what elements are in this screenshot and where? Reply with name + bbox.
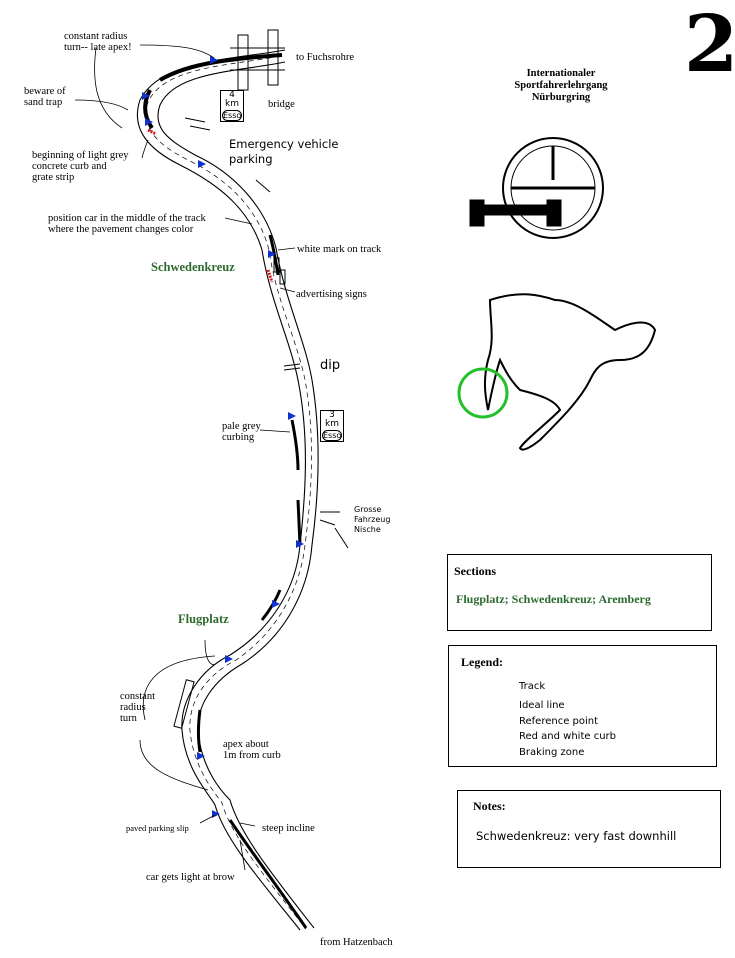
dip-marker (283, 363, 301, 371)
paved-parking-ladder (173, 679, 195, 729)
reference-point (212, 810, 220, 818)
legend-item-curb: Red and white curb (519, 731, 617, 742)
label-to-fuchsrohre: to Fuchsrohre (296, 52, 355, 63)
label-paved-parking: paved parking slip (126, 823, 189, 833)
red-white-curb (266, 269, 274, 283)
label-advertising: advertising signs (296, 289, 367, 300)
track-inner-edge (157, 61, 319, 929)
legend-heading: Legend: (461, 655, 503, 669)
label-text: 1m from curb (223, 750, 281, 761)
notes-box: Notes: Schwedenkreuz: very fast downhill (457, 790, 721, 868)
red-white-curb (147, 128, 157, 136)
label-white-mark: white mark on track (297, 244, 382, 255)
sections-box: Sections Flugplatz; Schwedenkreuz; Aremb… (447, 554, 712, 631)
label-text: grate strip (32, 172, 75, 183)
header-title: Internationaler Sportfahrerlehrgang Nürb… (486, 68, 636, 104)
header-line-3: Nürburgring (531, 92, 591, 103)
label-schwedenkreuz: Schwedenkreuz (151, 260, 235, 274)
km-unit: km (325, 419, 339, 429)
notes-text: Schwedenkreuz: very fast downhill (476, 829, 677, 843)
reference-point (142, 92, 150, 100)
curb-top-left (143, 89, 154, 130)
legend-item-ideal-line: Ideal line (519, 700, 565, 711)
notes-heading: Notes: (473, 799, 506, 813)
track-outer-edge (136, 49, 306, 931)
km-unit: km (225, 99, 239, 109)
label-pale-grey: pale grey curbing (222, 421, 261, 443)
km-sign-3: 3 km Esso (320, 410, 344, 442)
reference-point (145, 118, 153, 126)
label-apex: apex about 1m from curb (223, 739, 281, 761)
label-text: beware of (24, 86, 66, 97)
label-text: pale grey (222, 421, 261, 432)
label-text: apex about (223, 739, 269, 750)
emergency-parking-icon (184, 117, 271, 193)
grosse-nische-icon (319, 511, 349, 549)
km-number: 4 (229, 90, 235, 100)
esso-label: Esso (222, 110, 242, 121)
label-text: Nische (354, 525, 381, 534)
legend-box: Legend: Track Ideal line Reference point… (448, 645, 717, 767)
label-text: where the pavement changes color (48, 224, 194, 235)
reference-points (142, 56, 304, 818)
legend-item-track: Track (519, 681, 546, 692)
sections-list: Flugplatz; Schwedenkreuz; Aremberg (456, 592, 651, 606)
reference-point (268, 250, 276, 258)
label-text: constant radius (64, 31, 128, 42)
label-text: turn (120, 713, 137, 724)
esso-label: Esso (322, 430, 342, 441)
label-text: radius (120, 702, 146, 713)
label-text: constant (120, 691, 155, 702)
label-steep-incline: steep incline (262, 823, 315, 834)
label-car-light: car gets light at brow (146, 872, 235, 883)
label-text: Fahrzeug (354, 515, 391, 524)
legend-item-braking: Braking zone (519, 747, 585, 758)
reference-point (197, 752, 205, 760)
curb-apex-low (197, 709, 202, 753)
advertising-signs (273, 257, 286, 285)
reference-point (210, 56, 218, 64)
header-line-1: Internationaler (526, 68, 596, 79)
label-text: parking (229, 152, 273, 166)
label-position-car: position car in the middle of the track … (48, 213, 206, 235)
reference-point (272, 600, 280, 608)
label-text: Grosse (354, 505, 382, 514)
reference-point (296, 540, 304, 548)
label-light-grey: beginning of light grey concrete curb an… (32, 150, 129, 183)
reference-point (288, 412, 296, 420)
label-from-hatzenbach: from Hatzenbach (320, 937, 393, 948)
curb-pale-grey (290, 419, 300, 471)
label-constant-radius-low: constant radius turn (120, 691, 155, 724)
label-beware: beware of sand trap (24, 86, 66, 108)
header-line-2: Sportfahrerlehrgang (514, 80, 608, 91)
label-flugplatz: Flugplatz (178, 612, 229, 626)
label-emergency: Emergency vehicle parking (229, 137, 338, 167)
legend-item-reference-point: Reference point (519, 716, 599, 727)
reference-point (225, 655, 233, 663)
label-text: beginning of light grey (32, 150, 129, 161)
page-number: 2 (684, 0, 735, 90)
label-grosse-nische: Grosse Fahrzeug Nische (354, 505, 390, 535)
ideal-line (145, 55, 312, 930)
pointer-lines (74, 44, 296, 871)
label-text: Emergency vehicle (229, 137, 339, 151)
label-text: sand trap (24, 97, 63, 108)
label-constant-radius-top: constant radius turn-- late apex! (64, 31, 132, 53)
curb-mid (296, 499, 302, 546)
label-dip: dip (320, 358, 341, 373)
km-sign-4: 4 km Esso (220, 90, 244, 122)
label-text: concrete curb and (32, 161, 107, 172)
label-text: position car in the middle of the track (48, 213, 206, 224)
sections-heading: Sections (454, 564, 496, 578)
curb-bottom (228, 819, 308, 929)
km-number: 3 (329, 410, 335, 420)
highlight-circle (457, 367, 509, 419)
label-bridge: bridge (268, 99, 295, 110)
reference-point (198, 160, 206, 168)
circuit-map (484, 293, 657, 451)
steering-wheel-illustration (469, 137, 604, 239)
label-text: turn-- late apex! (64, 42, 132, 53)
label-text: curbing (222, 432, 255, 443)
